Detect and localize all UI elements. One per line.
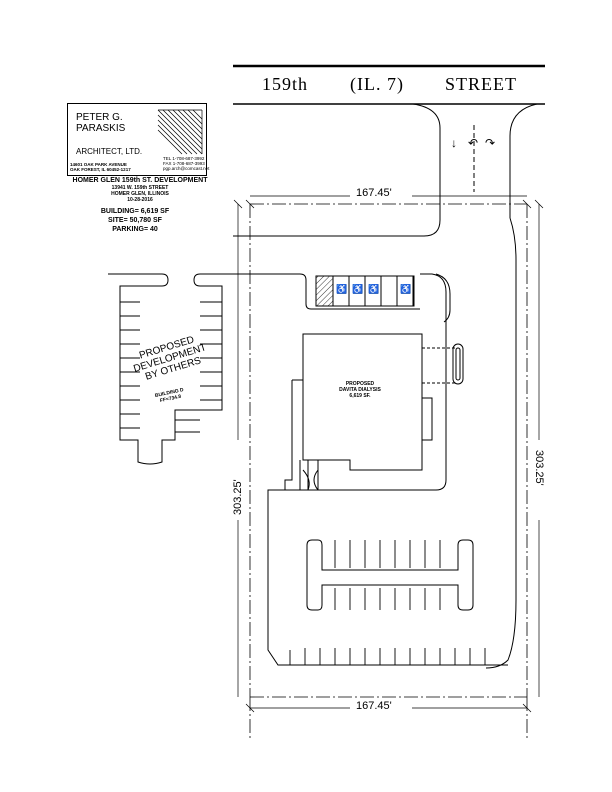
accessible-parking-icon: ♿ xyxy=(352,284,364,294)
project-address2: HOMER GLEN, ILLINOIS xyxy=(111,191,169,197)
proposed-line1: PROPOSED xyxy=(345,381,375,387)
architect-fax: FAX 1-708-687-3993 xyxy=(163,161,205,166)
architect-name-line2: PARASKIS xyxy=(76,123,126,134)
project-address1: 13941 W. 159th STREET xyxy=(111,185,169,191)
building-area: BUILDING= 6,619 SF xyxy=(100,208,170,215)
street-type: STREET xyxy=(445,74,517,94)
street-route: (IL. 7) xyxy=(350,74,404,94)
project-title: HOMER GLEN 159th ST. DEVELOPMENT xyxy=(72,177,208,184)
site-area: SITE= 50,780 SF xyxy=(108,217,162,224)
left-turn-arrow-icon: ↓ xyxy=(451,136,457,150)
project-info: HOMER GLEN 159th ST. DEVELOPMENT 13941 W… xyxy=(62,177,218,203)
title-block: PETER G. PARASKIS ARCHITECT, LTD. 14601 … xyxy=(67,103,210,176)
site-stats: BUILDING= 6,619 SF SITE= 50,780 SF PARKI… xyxy=(80,207,190,234)
street-name: 159th xyxy=(262,74,309,94)
proposed-building-label: PROPOSED DAVITA DIALYSIS 6,619 SF. xyxy=(330,381,390,399)
dimension-top: 167.45' xyxy=(356,187,392,199)
architect-email: pgp.arch@comcast.net xyxy=(163,166,210,171)
dimension-left: 303.25' xyxy=(232,479,244,515)
accessible-parking-icon: ♿ xyxy=(336,284,348,294)
architect-address1: 14601 OAK PARK AVENUE xyxy=(70,162,127,167)
architect-firm: ARCHITECT, LTD. xyxy=(76,147,143,156)
architect-name-line1: PETER G. xyxy=(76,112,123,123)
accessible-parking-icon: ♿ xyxy=(400,284,412,294)
dimension-bottom: 167.45' xyxy=(356,700,392,712)
right-turn-arrow-icon: ↷ xyxy=(485,136,496,150)
architect-address2: OAK FOREST, IL 60452-1217 xyxy=(70,167,131,172)
through-arrow-icon: ↶ xyxy=(468,136,479,150)
proposed-line3: 6,619 SF. xyxy=(349,393,371,399)
project-date: 10-28-2016 xyxy=(127,197,153,203)
dimension-right: 303.25' xyxy=(533,450,545,486)
parking-count: PARKING= 40 xyxy=(112,226,158,233)
accessible-parking-icon: ♿ xyxy=(368,284,380,294)
proposed-line2: DAVITA DIALYSIS xyxy=(339,387,381,393)
architect-tel: TEL 1-708-687-3992 xyxy=(163,156,205,161)
